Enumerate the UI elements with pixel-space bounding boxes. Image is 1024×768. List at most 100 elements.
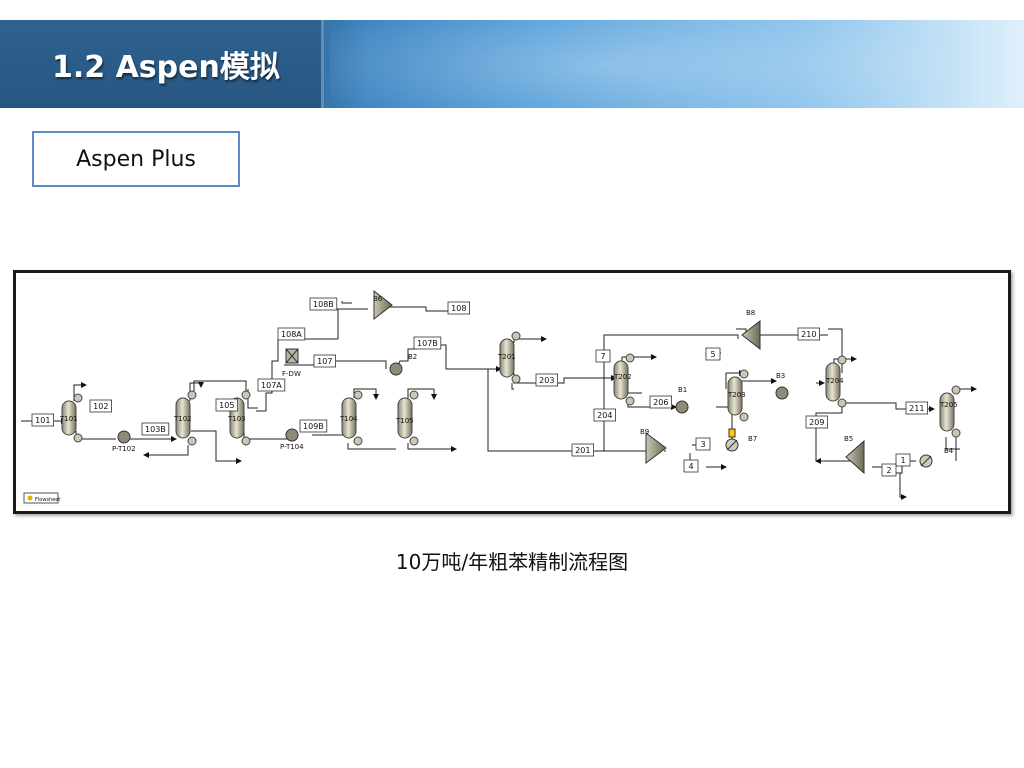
heater-b7	[725, 428, 739, 452]
unit-tag: T205	[939, 401, 958, 409]
unit-tag: T203	[727, 391, 746, 399]
stream-labels: 101 102 103B 105 107 107A 107B 108A 108B 108 109B 2…	[31, 297, 929, 477]
pump-p-t102	[117, 430, 131, 444]
stream-tag-box	[683, 459, 699, 473]
stream-tag-box	[309, 297, 338, 311]
page-title: 1.2 Aspen模拟	[52, 50, 280, 85]
pump-b2	[389, 362, 403, 376]
stream-tag-box	[881, 463, 897, 477]
stream-tag-box	[447, 301, 471, 315]
unit-tag: B3	[776, 372, 785, 380]
stream-tag-box	[695, 437, 711, 451]
stream-tag: 108	[451, 304, 466, 313]
unit-tag: B7	[748, 435, 757, 443]
stream-tag: 3	[700, 440, 705, 449]
unit-tag: B6	[373, 295, 383, 303]
stream-tag: 109B	[303, 422, 324, 431]
stream-tag: 108A	[281, 330, 302, 339]
stream-tag-box	[313, 354, 337, 368]
stream-tag: 103B	[145, 425, 166, 434]
stream-tag: 211	[909, 404, 924, 413]
column-t201	[499, 331, 521, 384]
stream-tag-box	[535, 373, 559, 387]
unit-tag: T104	[339, 415, 358, 423]
unit-tag: T102	[173, 415, 192, 423]
valve-f-dw	[285, 348, 299, 364]
stream-tag: 7	[600, 352, 605, 361]
column-t104	[341, 390, 363, 446]
stream-tag-box	[593, 408, 617, 422]
stream-tag: 1	[900, 456, 905, 465]
mixer-b5	[845, 439, 865, 475]
unit-tag: F-DW	[282, 370, 301, 378]
unit-tag: B1	[678, 386, 687, 394]
heater-b4	[919, 454, 933, 468]
stream-tag: 210	[801, 330, 816, 339]
pump-p-t104	[285, 428, 299, 442]
mixer-b9	[645, 432, 667, 464]
unit-tag: B4	[944, 447, 954, 455]
stream-tag-box	[705, 347, 721, 361]
stream-tag: 102	[93, 402, 108, 411]
stream-tag: 209	[809, 418, 824, 427]
stream-tag-box	[571, 443, 595, 457]
stream-tag: 107B	[417, 339, 438, 348]
stream-tag-box	[797, 327, 821, 341]
stream-tag: 107A	[261, 381, 282, 390]
pump-b1	[675, 400, 689, 414]
stream-tag-box	[413, 336, 442, 350]
unit-tag: T201	[497, 353, 516, 361]
software-label-box: Aspen Plus	[32, 131, 240, 187]
column-t202	[613, 353, 635, 406]
stream-tag-box	[895, 453, 911, 467]
stream-tag: 108B	[313, 300, 334, 309]
flowsheet-legend: Flowsheet	[23, 492, 60, 504]
stream-tag: 203	[539, 376, 554, 385]
mixer-b6	[373, 289, 393, 321]
stream-tag-box	[649, 395, 673, 409]
stream-tag-box	[141, 422, 170, 436]
stream-tag-box	[89, 399, 113, 413]
stream-tag: 2	[886, 466, 891, 475]
banner-dark-panel	[0, 20, 324, 108]
flowsheet-diagram: 101 102 103B 105 107 107A 107B 108A 108B 108 109B 2…	[13, 270, 1011, 514]
flowsheet-svg: 101 102 103B 105 107 107A 107B 108A 108B 108 109B 2…	[21, 289, 977, 504]
legend-label: Flowsheet	[35, 497, 60, 503]
column-t203	[727, 369, 749, 422]
header-banner: 1.2 Aspen模拟	[0, 20, 1024, 108]
unit-tag: P-T104	[280, 443, 304, 451]
unit-tag: T204	[825, 377, 844, 385]
column-t105	[397, 390, 419, 446]
unit-tag: T105	[395, 417, 414, 425]
stream-tag-box	[215, 398, 239, 412]
unit-tag: T202	[613, 373, 632, 381]
unit-tag: T101	[59, 415, 78, 423]
mixer-b8	[741, 319, 761, 351]
column-t205	[939, 385, 961, 438]
unit-tag: P-T102	[112, 445, 136, 453]
stream-tag-box	[299, 419, 328, 433]
stream-tag: 101	[35, 416, 50, 425]
column-t101	[61, 393, 83, 443]
column-t102	[175, 390, 197, 446]
figure-caption: 10万吨/年粗苯精制流程图	[395, 550, 629, 574]
stream-tag-box	[595, 349, 611, 363]
stream-tag: 201	[575, 446, 590, 455]
stream-tag-box	[31, 413, 55, 427]
unit-tag: B9	[640, 428, 649, 436]
stream-tag-box	[805, 415, 829, 429]
pump-b3	[775, 386, 789, 400]
column-t204	[825, 355, 847, 408]
unit-tag: B2	[408, 353, 417, 361]
stream-tag-box	[905, 401, 929, 415]
unit-tag: B5	[844, 435, 853, 443]
stream-tag: 204	[597, 411, 612, 420]
banner-glow	[330, 20, 1024, 108]
stream-tag: 107	[317, 357, 332, 366]
unit-tag: B8	[746, 309, 755, 317]
unit-blocks	[61, 289, 961, 475]
stream-tag: 105	[219, 401, 234, 410]
unit-tag: T103	[227, 415, 246, 423]
stream-tag: 206	[653, 398, 668, 407]
